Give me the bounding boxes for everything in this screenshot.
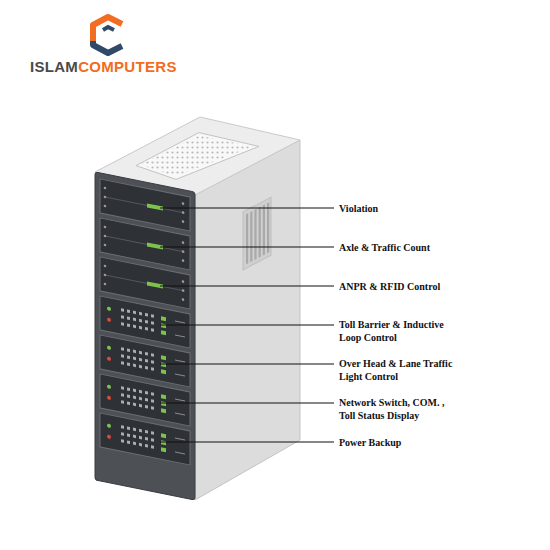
vent-slot xyxy=(250,211,252,262)
leader-line xyxy=(160,402,334,403)
callout-label: Toll Barrier & Inductive Loop Control xyxy=(339,318,461,344)
callout-label: ANPR & RFID Control xyxy=(339,280,461,293)
leader-line xyxy=(160,324,334,325)
vent-slot xyxy=(259,207,261,258)
top-vent xyxy=(136,133,259,180)
leader-line xyxy=(160,441,334,442)
vent-slot xyxy=(246,213,248,264)
logo-word: ISLAM xyxy=(30,58,78,75)
rack-front xyxy=(95,172,195,500)
callout-label: Violation xyxy=(339,202,461,215)
callout-label: Over Head & Lane Traffic Light Control xyxy=(339,357,461,383)
logo-icon xyxy=(93,17,122,53)
vent-slot xyxy=(267,202,269,253)
logo-word: COMPUTERS xyxy=(78,58,177,75)
leader-lines xyxy=(160,208,334,442)
leader-line xyxy=(160,285,334,286)
callout-label: Power Backup xyxy=(339,436,461,449)
leader-line xyxy=(160,207,334,208)
callout-label: Axle & Traffic Count xyxy=(339,241,461,254)
rack-side xyxy=(195,140,300,500)
callout-label: Network Switch, COM. , Toll Status Displ… xyxy=(339,396,461,422)
vent-slot xyxy=(254,209,256,260)
leader-line xyxy=(160,363,334,364)
leader-line xyxy=(160,246,334,247)
rack-unit xyxy=(100,413,190,465)
vent-slot xyxy=(263,204,265,255)
top-vent-holes xyxy=(140,136,253,177)
logo-text: ISLAMCOMPUTERS xyxy=(30,58,177,75)
